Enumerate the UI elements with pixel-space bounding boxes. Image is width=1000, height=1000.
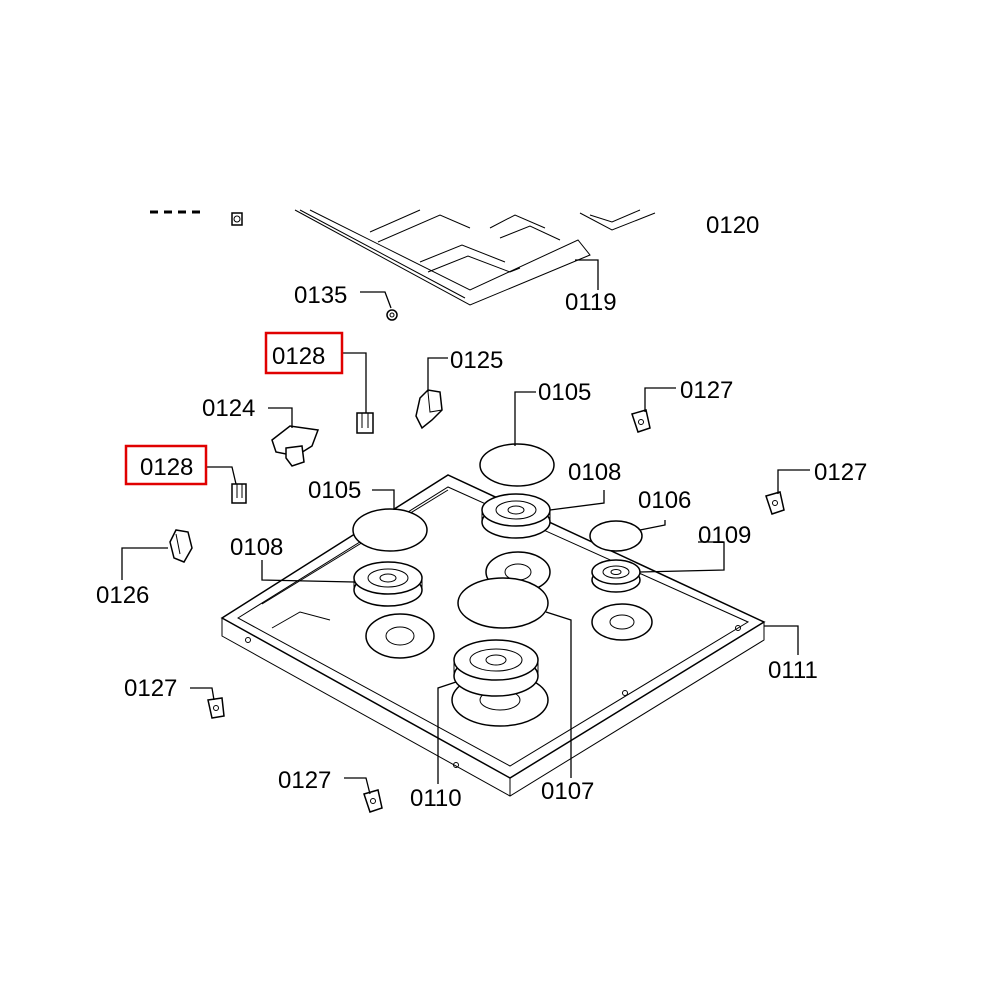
label-0128-lower: 0128 — [140, 454, 193, 481]
label-0108-left: 0108 — [230, 534, 283, 561]
spring-clip-part — [207, 697, 225, 719]
burner-head-left — [353, 561, 423, 607]
label-0119: 0119 — [565, 289, 617, 316]
highlight-box-0128-lower — [124, 444, 208, 486]
bracket-part — [169, 529, 193, 563]
leader-lines — [121, 259, 810, 795]
label-0105-rear: 0105 — [538, 379, 591, 406]
burner-head-front — [453, 639, 539, 697]
label-0107: 0107 — [541, 778, 594, 805]
burner-cap — [352, 508, 428, 552]
label-0111: 0111 — [768, 657, 818, 684]
label-0127-left: 0127 — [124, 675, 177, 702]
highlight-box-0128-upper — [264, 331, 344, 375]
label-0125: 0125 — [450, 347, 503, 374]
label-0105-left: 0105 — [308, 477, 361, 504]
burner-cap — [457, 577, 549, 629]
label-0128-upper: 0128 — [272, 343, 325, 370]
burner-head-right — [591, 559, 641, 593]
label-0110: 0110 — [410, 785, 462, 812]
clip-part — [356, 412, 374, 434]
label-0126: 0126 — [96, 582, 149, 609]
clip-part — [231, 483, 247, 504]
burner-head-rear — [481, 493, 551, 539]
pan-support-grid — [150, 209, 656, 306]
bracket-part — [415, 389, 443, 430]
label-0127-upper: 0127 — [680, 377, 733, 404]
burner-cap — [479, 443, 555, 487]
knob-adapter-part — [271, 425, 320, 467]
screw-part — [386, 309, 398, 321]
label-0108-rear: 0108 — [568, 459, 621, 486]
label-0120: 0120 — [706, 212, 759, 239]
label-0127-right: 0127 — [814, 459, 867, 486]
label-0124: 0124 — [202, 395, 255, 422]
label-0106: 0106 — [638, 487, 691, 514]
label-0109: 0109 — [698, 522, 751, 549]
spring-clip-part — [765, 491, 785, 515]
spring-clip-part — [631, 409, 651, 433]
label-0135: 0135 — [294, 282, 347, 309]
label-0127-bottom: 0127 — [278, 767, 331, 794]
spring-clip-part — [363, 789, 383, 813]
burner-cap — [589, 520, 643, 552]
